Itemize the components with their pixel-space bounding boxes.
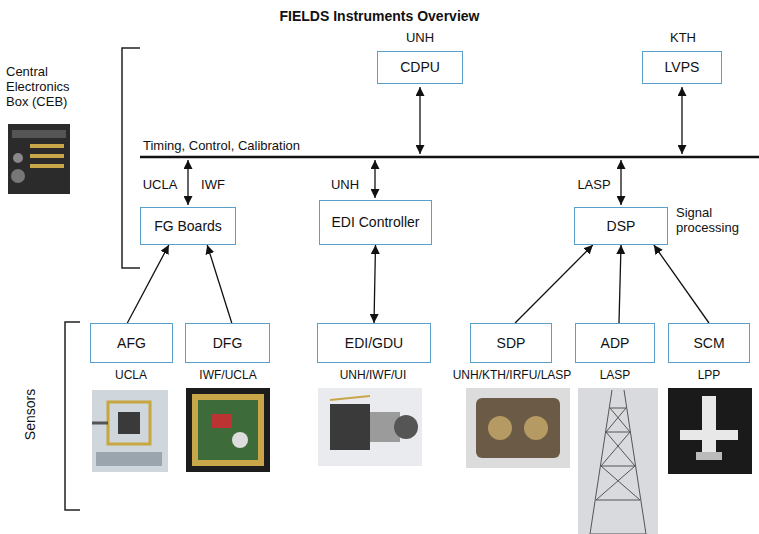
process-box: EDI/GDU <box>317 323 431 363</box>
box-text: ADP <box>601 335 630 352</box>
annotation-label: Central Electronics Box (CEB) <box>6 64 86 109</box>
process-box: EDI Controller <box>319 200 432 245</box>
box-text: SDP <box>497 335 526 352</box>
annotation-label: IWF <box>195 177 231 192</box>
adp-photo <box>578 388 658 534</box>
box-text: SCM <box>693 335 724 352</box>
annotation-label: IWF/UCLA <box>188 368 268 383</box>
process-box: CDPU <box>377 51 463 84</box>
box-text: DSP <box>607 218 636 235</box>
annotation-label: LASP <box>574 177 614 192</box>
annotation-label: KTH <box>653 30 713 45</box>
signal-arrow <box>374 245 376 323</box>
box-text: EDI/GDU <box>345 335 403 352</box>
process-box: LVPS <box>642 51 722 84</box>
diagram-title: FIELDS Instruments Overview <box>0 8 759 24</box>
scm-photo <box>668 388 752 474</box>
signal-arrow <box>619 245 621 323</box>
signal-arrow <box>654 245 709 323</box>
annotation-label: UNH <box>390 30 450 45</box>
box-text: DFG <box>213 335 243 352</box>
process-box: FG Boards <box>140 207 236 245</box>
annotation-label: LPP <box>684 368 734 383</box>
ceb-bracket <box>122 48 140 268</box>
box-text: LVPS <box>665 59 700 76</box>
sensors-bracket <box>65 322 80 510</box>
box-text: EDI Controller <box>331 214 421 231</box>
bus-arrow <box>187 160 188 205</box>
section-label: Sensors <box>23 375 38 455</box>
dfg-photo <box>186 388 270 472</box>
afg-photo <box>92 390 168 472</box>
process-box: ADP <box>575 323 655 363</box>
box-text: CDPU <box>400 59 440 76</box>
process-box: SCM <box>668 323 750 363</box>
signal-arrow <box>515 245 593 323</box>
box-text: AFG <box>117 335 146 352</box>
sdp-photo <box>466 388 570 468</box>
annotation-label: Signal processing <box>676 205 756 235</box>
annotation-label: Timing, Control, Calibration <box>143 138 383 153</box>
signal-arrow <box>207 245 232 323</box>
gdu-photo <box>318 388 422 466</box>
annotation-label: UCLA <box>101 368 161 383</box>
annotation-label: LASP <box>595 368 635 383</box>
annotation-label: UNH/KTH/IRFU/LASP <box>448 368 576 383</box>
process-box: DFG <box>185 323 270 363</box>
ceb-photo <box>8 124 70 194</box>
process-box: SDP <box>470 323 552 363</box>
signal-arrow <box>127 245 168 323</box>
annotation-label: UNH/IWF/UI <box>323 368 423 383</box>
bus-arrow <box>620 160 621 205</box>
annotation-label: UCLA <box>140 177 180 192</box>
box-text: FG Boards <box>154 218 222 235</box>
annotation-label: UNH <box>325 177 365 192</box>
process-box: AFG <box>90 323 173 363</box>
bus-line <box>140 156 759 159</box>
process-box: DSP <box>574 207 668 245</box>
bus-arrow <box>419 87 420 154</box>
bus-arrow <box>681 87 682 154</box>
bus-arrow <box>374 160 375 198</box>
